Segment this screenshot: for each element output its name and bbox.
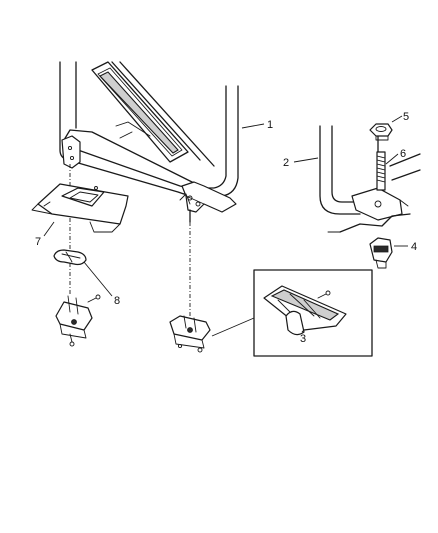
callout-7: 7 [35,236,41,248]
cage-nut [369,237,393,269]
floor-plate [31,183,129,233]
callout-8: 8 [114,295,120,307]
callout-3: 3 [300,333,306,345]
callout-2: 2 [283,157,289,169]
callout-4: 4 [411,241,417,253]
alignment-lines [69,164,191,322]
hex-nut [369,123,393,141]
callout-labels: 1 2 3 4 5 6 7 8 [35,111,417,345]
lower-latch-left [55,294,101,347]
retainer-clip [53,249,87,266]
callout-6: 6 [400,148,406,160]
callout-1: 1 [267,119,273,131]
tube-frame-right [319,125,421,233]
callout-5: 5 [403,111,409,123]
leader-lines [43,115,408,333]
seat-frame [59,61,239,223]
detail-box [253,269,373,357]
lower-latch-center [169,315,255,353]
threaded-stud [376,151,386,191]
